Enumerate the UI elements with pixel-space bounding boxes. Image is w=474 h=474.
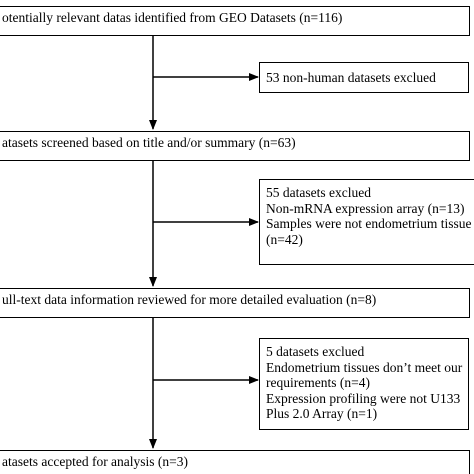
exclusion-line: Expression profiling were not U133 [266, 390, 461, 406]
exclusion-box-non-human: 53 non-human datasets exclued [259, 62, 469, 93]
identified-datasets-text: otentially relevant datas identified fro… [2, 10, 343, 25]
accepted-datasets-box: atasets accepted for analysis (n=3) [0, 450, 470, 474]
exclusion-line: Non-mRNA expression array (n=13) [266, 200, 465, 216]
exclusion-box-full-text: 5 datasets exclued Endometrium tissues d… [259, 338, 469, 430]
exclusion-line: Plus 2.0 Array (n=1) [266, 406, 378, 421]
exclusion-line: Samples were not endometrium tissue [266, 216, 472, 231]
accepted-datasets-text: atasets accepted for analysis (n=3) [2, 454, 189, 469]
identified-datasets-box: otentially relevant datas identified fro… [0, 6, 470, 36]
full-text-review-text: ull-text data information reviewed for m… [2, 292, 377, 307]
exclusion-line: 55 datasets exclued [266, 185, 371, 200]
exclusion-box-screening: 55 datasets exclued Non-mRNA expression … [259, 179, 474, 265]
full-text-review-box: ull-text data information reviewed for m… [0, 288, 470, 318]
exclusion-line: (n=42) [266, 231, 303, 247]
exclusion-line: Endometrium tissues don’t meet our [266, 359, 463, 375]
screened-datasets-text: atasets screened based on title and/or s… [2, 135, 296, 150]
screened-datasets-box: atasets screened based on title and/or s… [0, 131, 470, 161]
exclusion-line: 5 datasets exclued [266, 344, 365, 359]
exclusion-line: requirements (n=4) [266, 375, 370, 390]
exclusion-line: 53 non-human datasets exclued [266, 70, 436, 85]
